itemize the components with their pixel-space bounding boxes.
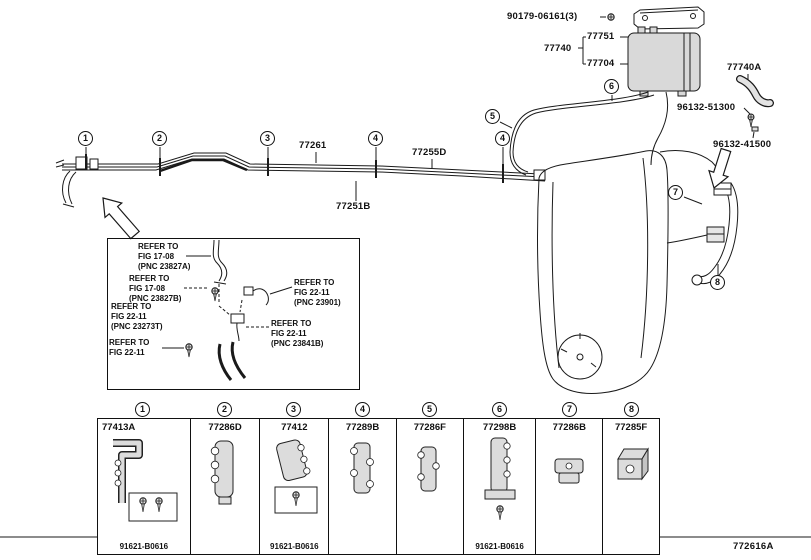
evap-lines bbox=[509, 91, 669, 176]
callout-5[interactable]: 5 bbox=[485, 109, 500, 124]
part-label-77704: 77704 bbox=[587, 58, 615, 69]
table-callout-7[interactable]: 7 bbox=[562, 402, 577, 417]
refer-note-6: REFER TO FIG 22-11 (PNC 23841B) bbox=[271, 319, 324, 348]
canister-plate bbox=[633, 6, 705, 30]
callout-6[interactable]: 6 bbox=[604, 79, 619, 94]
part-number[interactable]: 77298B bbox=[482, 422, 517, 433]
part-drawing-77289B bbox=[349, 442, 374, 494]
figure-code: 772616A bbox=[733, 541, 774, 552]
callout-3[interactable]: 3 bbox=[260, 131, 275, 146]
table-callout-1[interactable]: 1 bbox=[135, 402, 150, 417]
part-number[interactable]: 77413A bbox=[102, 422, 136, 433]
callout-leaders bbox=[85, 95, 719, 275]
part-drawing-77285F bbox=[617, 447, 649, 481]
parts-table: 77413A bbox=[97, 418, 660, 555]
part-label-77740A: 77740A bbox=[727, 62, 762, 73]
hardware-number: 91621-B0616 bbox=[475, 542, 524, 551]
refer-box bbox=[107, 238, 360, 390]
callout-2[interactable]: 2 bbox=[152, 131, 167, 146]
tube-label-leaders bbox=[315, 152, 433, 201]
part-number[interactable]: 77286F bbox=[413, 422, 446, 433]
refer-note-3: REFER TO FIG 22-11 (PNC 23273T) bbox=[111, 302, 163, 331]
part-label-77261: 77261 bbox=[299, 140, 327, 151]
hardware-number: 91621-B0616 bbox=[270, 542, 319, 551]
parts-table-col-2[interactable]: 77286D bbox=[191, 419, 261, 554]
front-direction-arrow-icon bbox=[102, 197, 141, 240]
table-callout-4[interactable]: 4 bbox=[355, 402, 370, 417]
callout-1[interactable]: 1 bbox=[78, 131, 93, 146]
refer-note-2: REFER TO FIG 17-08 (PNC 23827B) bbox=[129, 274, 182, 303]
part-label-96132-51300: 96132-51300 bbox=[677, 102, 736, 113]
down-direction-arrow-icon bbox=[708, 147, 732, 190]
parts-table-col-7[interactable]: 77286B bbox=[536, 419, 604, 554]
parts-table-col-6[interactable]: 77298B 91621-B0616 bbox=[464, 419, 537, 554]
callout-4[interactable]: 4 bbox=[368, 131, 383, 146]
part-drawing-77286B bbox=[554, 458, 584, 484]
hardware-number: 91621-B0616 bbox=[119, 542, 169, 551]
part-number[interactable]: 77412 bbox=[281, 422, 308, 433]
vent-hose bbox=[736, 75, 774, 108]
callout-7[interactable]: 7 bbox=[668, 185, 683, 200]
table-callout-6[interactable]: 6 bbox=[492, 402, 507, 417]
grommet-icon bbox=[747, 113, 755, 128]
fuel-tube-bundle bbox=[55, 152, 546, 208]
parts-table-col-8[interactable]: 77285F bbox=[603, 419, 659, 554]
refer-box-art bbox=[162, 239, 293, 381]
bolt-icon bbox=[607, 13, 615, 21]
part-label-77251B: 77251B bbox=[336, 201, 371, 212]
part-label-77255D: 77255D bbox=[412, 147, 447, 158]
part-number[interactable]: 77289B bbox=[345, 422, 380, 433]
table-callout-2[interactable]: 2 bbox=[217, 402, 232, 417]
callout-4b[interactable]: 4 bbox=[495, 131, 510, 146]
parts-table-col-5[interactable]: 77286F bbox=[397, 419, 464, 554]
part-label-90179: 90179-06161(3) bbox=[507, 11, 578, 22]
fuel-pump-hole bbox=[557, 334, 603, 380]
part-drawing-77412 bbox=[274, 439, 318, 514]
refer-note-4: REFER TO FIG 22-11 bbox=[109, 338, 150, 357]
part-label-96132-41500: 96132-41500 bbox=[713, 139, 772, 150]
table-callout-5[interactable]: 5 bbox=[422, 402, 437, 417]
parts-table-col-3[interactable]: 77412 91621-B0616 bbox=[260, 419, 330, 554]
table-callout-3[interactable]: 3 bbox=[286, 402, 301, 417]
part-drawing-77298B bbox=[484, 437, 516, 521]
clip-icon bbox=[751, 126, 759, 132]
part-drawing-77413A bbox=[112, 439, 178, 522]
parts-table-col-4[interactable]: 77289B bbox=[329, 419, 397, 554]
part-label-77740: 77740 bbox=[544, 43, 572, 54]
breather-pipe bbox=[691, 182, 739, 286]
part-drawing-77286F bbox=[417, 446, 441, 492]
fuel-tank-outline bbox=[537, 149, 723, 394]
refer-note-1: REFER TO FIG 17-08 (PNC 23827A) bbox=[138, 242, 191, 271]
part-number[interactable]: 77285F bbox=[614, 422, 648, 433]
callout-8[interactable]: 8 bbox=[710, 275, 725, 290]
canister-body bbox=[627, 26, 701, 97]
part-number[interactable]: 77286B bbox=[552, 422, 586, 433]
table-callout-8[interactable]: 8 bbox=[624, 402, 639, 417]
part-label-77751: 77751 bbox=[587, 31, 615, 42]
refer-note-5: REFER TO FIG 22-11 (PNC 23901) bbox=[294, 278, 341, 307]
parts-table-col-1[interactable]: 77413A bbox=[98, 419, 191, 554]
part-drawing-77286D bbox=[210, 440, 234, 505]
part-number[interactable]: 77286D bbox=[208, 422, 242, 433]
